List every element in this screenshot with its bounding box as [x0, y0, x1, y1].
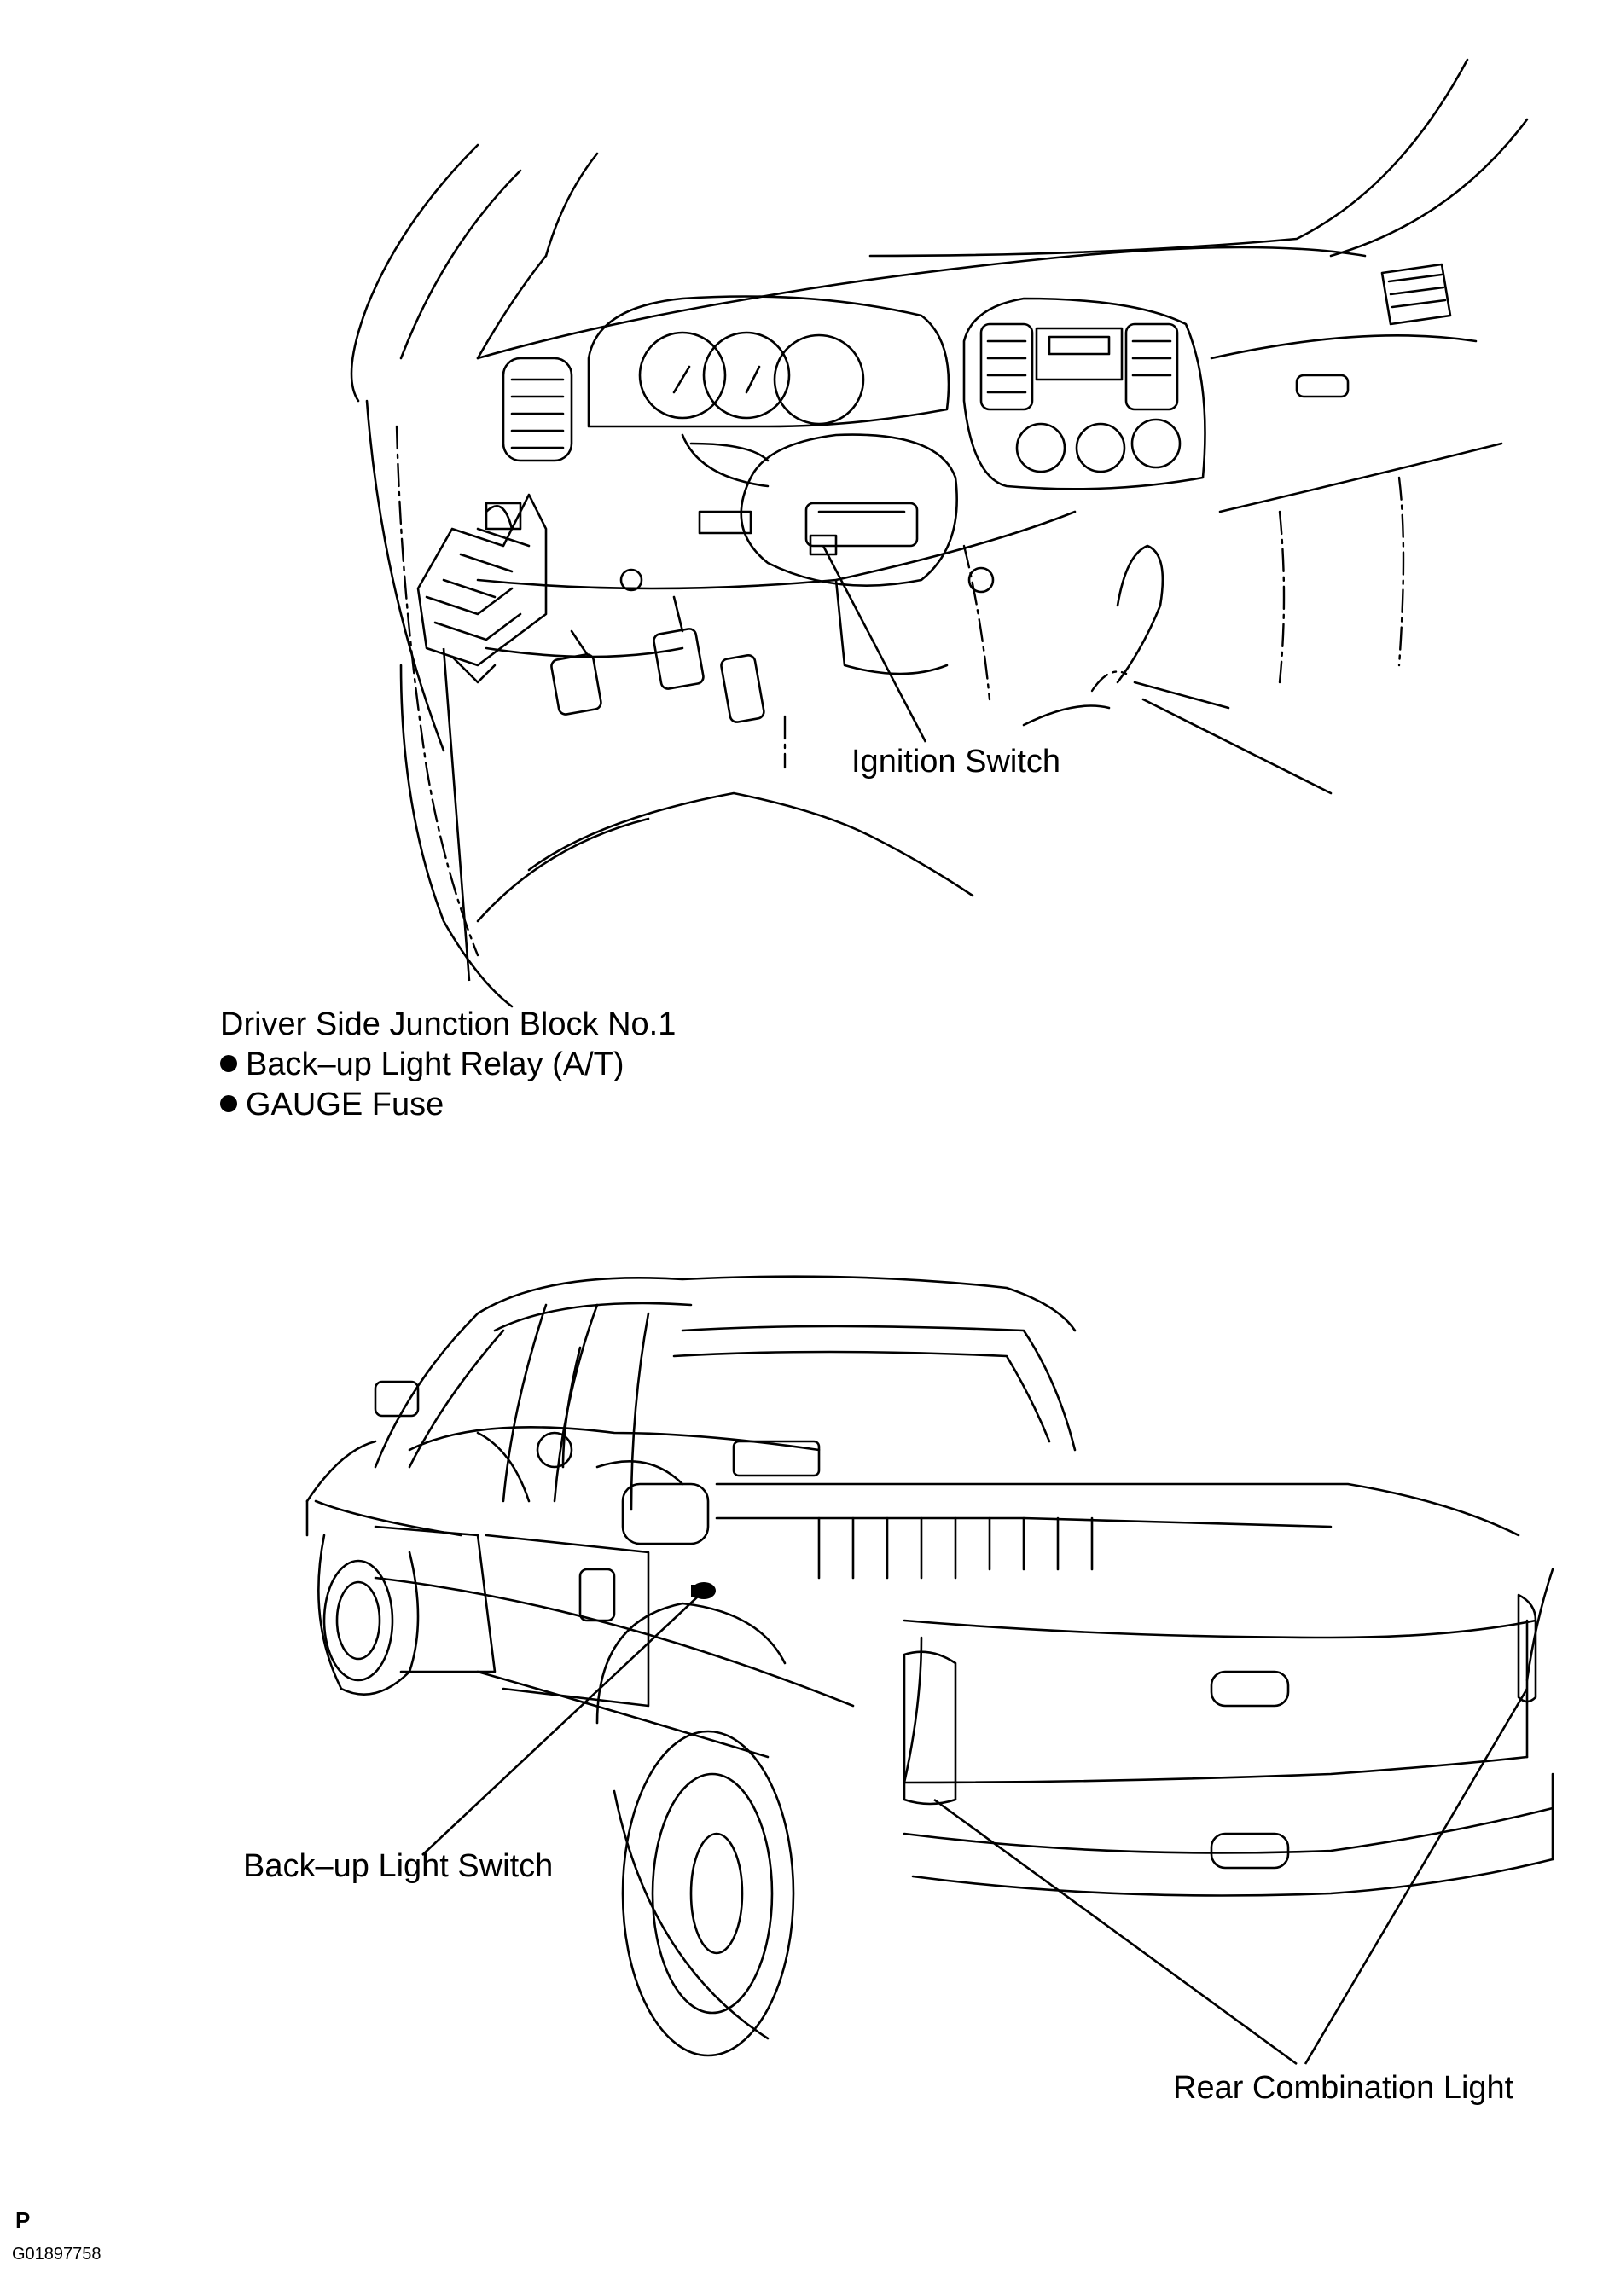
- backup-switch-leader: [421, 1594, 700, 1856]
- dashboard-illustration: [350, 58, 1529, 1008]
- rear-combination-light-label: Rear Combination Light: [1173, 2070, 1514, 2106]
- rear-light-leader-left: [933, 1798, 1298, 2066]
- bullet-icon: [220, 1095, 237, 1112]
- ignition-switch-label: Ignition Switch: [851, 744, 1061, 780]
- ignition-switch-leader: [822, 545, 927, 743]
- pickup-truck-illustration: [305, 1275, 1554, 2057]
- backup-switch-label: Back–up Light Switch: [243, 1848, 554, 1884]
- junction-block-illustration: [416, 493, 548, 684]
- junction-item-fuse: GAUGE Fuse: [220, 1085, 444, 1124]
- bullet-icon: [220, 1055, 237, 1072]
- junction-block-leader: [442, 647, 471, 982]
- junction-item-text: GAUGE Fuse: [246, 1087, 444, 1122]
- junction-item-text: Back–up Light Relay (A/T): [246, 1047, 624, 1082]
- figure-code: G01897758: [12, 2245, 102, 2264]
- junction-block-label: Driver Side Junction Block No.1: [220, 1006, 677, 1042]
- page-marker: P: [15, 2207, 31, 2233]
- junction-item-relay: Back–up Light Relay (A/T): [220, 1045, 624, 1084]
- rear-light-leader-right: [1304, 1688, 1529, 2065]
